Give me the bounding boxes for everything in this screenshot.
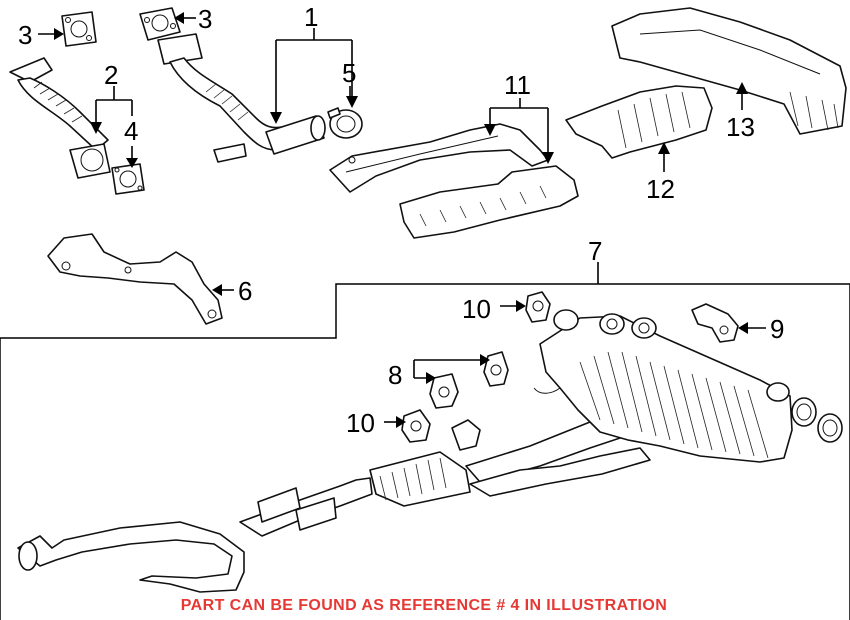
exhaust-hanger-lower — [401, 409, 431, 443]
callout-leaders — [38, 12, 766, 428]
heat-shield-rear — [399, 165, 579, 239]
callout-12: 12 — [646, 174, 675, 204]
muffler-assembly-frame — [0, 283, 850, 620]
exhaust-hanger-upper — [525, 291, 551, 323]
exhaust-clamp — [327, 107, 363, 139]
callout-4: 4 — [124, 116, 138, 146]
callout-2: 2 — [104, 60, 118, 90]
reference-note: PART CAN BE FOUND AS REFERENCE # 4 IN IL… — [181, 597, 667, 614]
exhaust-support-bracket — [47, 233, 223, 325]
callout-10-lower: 10 — [346, 408, 375, 438]
callout-11: 11 — [504, 70, 531, 100]
heat-shield-underbody — [611, 7, 847, 135]
callout-3-right: 3 — [198, 4, 212, 34]
exhaust-gasket-part-4 — [111, 163, 145, 195]
callout-10-upper: 10 — [462, 294, 491, 324]
exhaust-manifold-gasket-left — [61, 11, 97, 47]
callout-7: 7 — [588, 236, 602, 266]
exhaust-insulator-lower — [429, 373, 459, 409]
catalytic-converter-left — [9, 57, 111, 179]
callout-6: 6 — [238, 276, 252, 306]
catalytic-converter-right — [157, 33, 326, 163]
callout-1: 1 — [304, 2, 318, 32]
muffler-bracket — [691, 303, 739, 343]
callout-3-left: 3 — [18, 20, 32, 50]
muffler-pipe-assembly — [17, 309, 843, 593]
callout-5: 5 — [342, 58, 356, 88]
callout-8: 8 — [388, 360, 402, 390]
callout-9: 9 — [770, 314, 784, 344]
callout-13: 13 — [726, 112, 755, 142]
heat-shield-muffler — [565, 85, 713, 159]
exhaust-manifold-gasket-right — [139, 7, 181, 41]
exhaust-insulator-upper — [483, 351, 509, 387]
